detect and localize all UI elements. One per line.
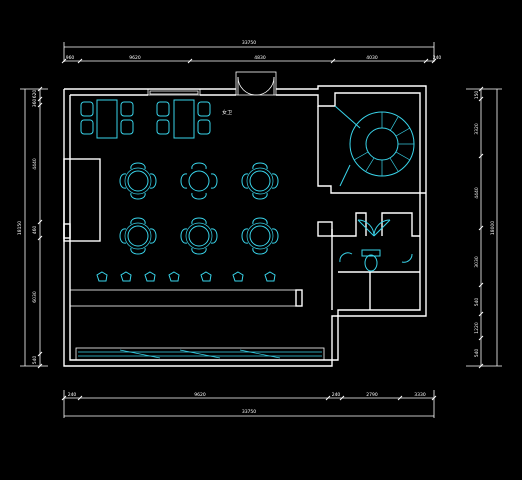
bottom-seg-2: 9620 [194,392,206,398]
top-seg-1: 960 [66,55,75,61]
double-swing-door-icon [357,219,391,237]
left-total-dim: 18150 [17,221,23,235]
right-seg-6: 1220 [474,322,480,334]
left-seg-3: 4440 [32,158,38,170]
right-seg-1: 150 [474,91,480,100]
bottom-seg-1: 240 [68,392,77,398]
round-table-with-4-chairs-icon [180,217,218,255]
top-seg-4: 4030 [366,55,378,61]
bottom-seg-4: 2790 [366,392,378,398]
right-seg-2: 3320 [474,123,480,135]
bar-stool-row [96,271,276,282]
bottom-dimension-chain: 240 9620 240 2790 3330 33750 [61,390,437,418]
bar-stool-icon [120,271,132,282]
bar-stool-icon [264,271,276,282]
booth-table-right-icon [156,99,211,139]
bottom-seg-3: 240 [332,392,341,398]
left-seg-4: 460 [32,226,38,235]
left-seg-1: 620 [32,90,38,99]
entrance-double-door-icon [235,71,277,96]
right-seg-7: 540 [474,349,480,358]
bottom-glazing-strip [75,347,325,361]
round-table-with-4-chairs-icon [180,162,218,200]
bar-stool-icon [96,271,108,282]
round-table-with-4-chairs-icon [119,217,157,255]
toilet-icon [339,249,413,272]
right-total-dim: 18000 [490,221,496,235]
bar-stool-icon [200,271,212,282]
top-seg-2: 9620 [129,55,141,61]
spiral-stair-icon [334,105,415,187]
round-table-with-4-chairs-icon [241,162,279,200]
top-seg-5: 240 [433,55,442,61]
left-seg-5: 6030 [32,291,38,303]
bar-stool-icon [144,271,156,282]
bar-stool-icon [232,271,244,282]
booth-table-left-icon [80,99,134,139]
room-label: 女卫 [222,109,232,116]
round-table-with-4-chairs-icon [119,162,157,200]
bottom-total-dim: 33750 [242,409,256,415]
right-seg-3: 4440 [474,187,480,199]
left-dimension-chain: 620 360 4440 460 6030 540 18150 [17,86,48,369]
left-seg-6: 540 [32,356,38,365]
bottom-seg-5: 3330 [414,392,426,398]
top-total-dim: 33750 [242,40,256,46]
left-seg-2: 360 [32,99,38,108]
top-dimension-chain: 33750 960 9620 4830 4030 240 [61,40,442,64]
right-dimension-chain: 150 3320 4440 3030 540 1220 540 18000 [466,86,502,369]
right-seg-5: 540 [474,298,480,307]
right-seg-4: 3030 [474,256,480,268]
top-seg-3: 4830 [254,55,266,61]
round-table-with-4-chairs-icon [241,217,279,255]
building-walls [63,85,427,367]
bar-stool-icon [168,271,180,282]
